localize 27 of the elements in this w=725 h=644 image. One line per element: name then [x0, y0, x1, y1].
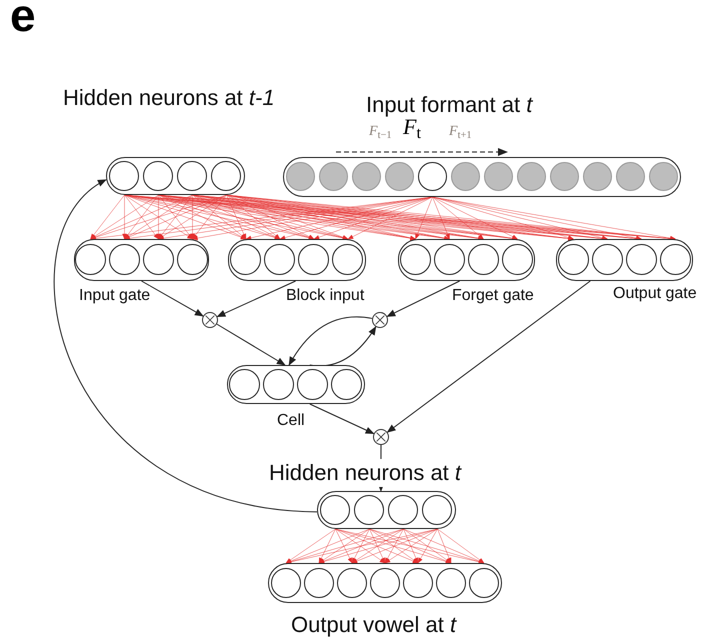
arrow: [141, 280, 204, 317]
panel-letter: e: [10, 0, 36, 38]
connection-lines: [90, 194, 227, 240]
arrow: [288, 316, 373, 366]
connection-lines: [246, 196, 433, 240]
formant-label: F$_{t}$: [403, 116, 422, 138]
connection-lines: [124, 194, 348, 240]
layer-label: Input gate: [79, 286, 150, 306]
connection-lines: [415, 196, 518, 240]
connection-lines: [432, 196, 676, 240]
arrow: [386, 280, 591, 433]
layer-label: Forget gate: [452, 286, 534, 306]
layer-label: Block input: [286, 286, 364, 306]
multiply-symbol: [373, 429, 389, 445]
connection-lines: [286, 528, 484, 564]
multiply-symbol: [372, 312, 388, 328]
layer-label: Output gate: [613, 284, 697, 304]
arrow: [216, 280, 296, 318]
arrow: [386, 280, 460, 317]
formant-label: F$_{t−1}$: [369, 125, 392, 139]
layer-label: Hidden neurons at t: [269, 459, 462, 486]
arrow: [216, 324, 286, 366]
multiply-symbol: [202, 312, 218, 328]
arrow: [54, 179, 318, 512]
arrow: [309, 404, 375, 434]
connection-lines: [90, 196, 433, 241]
formant-label: F$_{t+1}$: [449, 125, 472, 139]
